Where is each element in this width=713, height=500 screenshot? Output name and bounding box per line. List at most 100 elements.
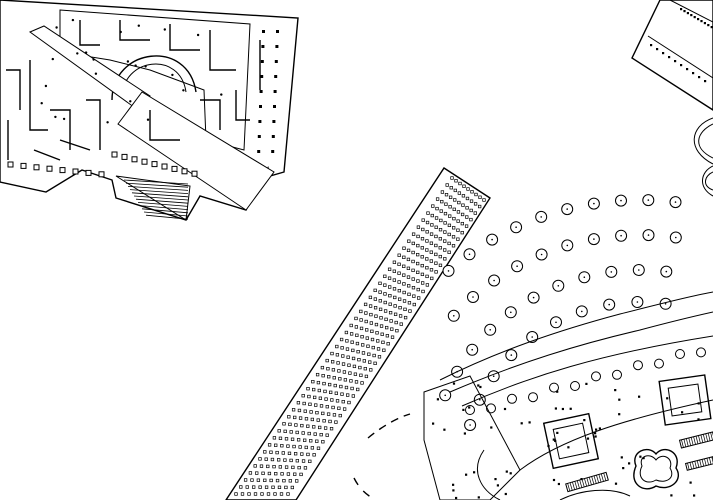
- pier-dot: [583, 419, 586, 422]
- hall-column: [469, 199, 474, 203]
- tree-center: [566, 208, 568, 210]
- hall-column: [286, 444, 290, 448]
- hall-column: [333, 383, 337, 388]
- tree-center: [491, 238, 493, 241]
- pier-dot: [452, 483, 455, 486]
- partition-wall: [79, 20, 100, 46]
- hall-column: [373, 288, 377, 293]
- complex-outline: [0, 0, 299, 221]
- hall-column: [344, 330, 349, 335]
- pier-dot: [494, 478, 497, 481]
- hall-column: [275, 450, 279, 455]
- hall-column: [367, 352, 371, 356]
- hall-column: [456, 219, 460, 223]
- hall-column: [399, 322, 403, 326]
- tree-center: [453, 315, 455, 317]
- step-line: [141, 208, 189, 214]
- hall-column: [454, 179, 458, 183]
- partition-wall: [50, 109, 71, 150]
- tree-center: [516, 265, 518, 268]
- hall-column: [308, 459, 312, 463]
- tree-center: [471, 348, 474, 351]
- irregular-basin-inner: [639, 455, 673, 483]
- tree-center: [665, 270, 668, 273]
- hall-column: [287, 415, 291, 419]
- hall-column: [280, 444, 284, 448]
- hall-column: [324, 397, 328, 401]
- pier-dot: [462, 408, 465, 411]
- tree: [675, 349, 685, 359]
- hall-column: [347, 363, 351, 367]
- hall-column: [416, 270, 420, 274]
- pier-dot: [554, 407, 557, 410]
- bench-hatch: [707, 433, 711, 441]
- hall-column: [366, 344, 370, 348]
- hall-column: [435, 197, 440, 201]
- hall-column: [407, 239, 411, 243]
- hall-column: [351, 356, 356, 361]
- hall-column: [361, 351, 366, 355]
- hall-column: [319, 404, 324, 408]
- pier-dot: [144, 65, 147, 68]
- hall-column: [374, 322, 379, 327]
- hall-column: [322, 381, 326, 386]
- hall-column: [397, 271, 401, 275]
- hall-column: [448, 205, 452, 209]
- hall-column: [440, 190, 445, 194]
- hall-column: [351, 394, 355, 398]
- hall-column: [282, 422, 286, 426]
- tree-center: [493, 279, 495, 282]
- hall-column: [331, 405, 335, 410]
- pier: [273, 90, 277, 93]
- partition-wall: [149, 110, 180, 141]
- hall-column: [263, 478, 267, 482]
- hall-column: [359, 318, 363, 322]
- bench-hatch: [593, 475, 597, 484]
- garden-pier-dots: [432, 382, 700, 500]
- fragment-outline: [631, 0, 713, 111]
- pier: [260, 60, 264, 63]
- hall-column: [469, 217, 473, 222]
- tree: [507, 393, 517, 404]
- fragment-column: [693, 16, 696, 19]
- tree: [570, 381, 580, 391]
- bench-hatch: [696, 460, 700, 468]
- hall-column: [349, 379, 353, 383]
- hall-column: [392, 269, 396, 273]
- bench-hatch: [576, 480, 580, 489]
- hall-column: [325, 405, 329, 409]
- hall-column: [365, 328, 369, 332]
- hall-column: [466, 187, 470, 191]
- hall-column: [245, 485, 249, 489]
- hall-column: [434, 216, 439, 220]
- pier-square: [141, 158, 148, 165]
- hall-column: [334, 391, 338, 395]
- pier: [271, 150, 275, 153]
- pier-dot: [452, 489, 455, 492]
- bench-hatch: [584, 478, 587, 487]
- hall-column: [429, 232, 434, 236]
- pier-dot: [126, 60, 130, 63]
- pier: [257, 150, 261, 153]
- hall-column: [460, 221, 465, 226]
- hall-column: [315, 411, 319, 415]
- pier-dot: [171, 73, 174, 77]
- bench-hatch: [688, 437, 692, 446]
- hall-column: [327, 382, 332, 387]
- bench-hatch: [569, 482, 573, 491]
- bench-hatch: [693, 436, 696, 445]
- hall-column: [456, 210, 461, 214]
- tree-center: [638, 269, 640, 271]
- tree-center: [620, 199, 622, 202]
- hall-column: [356, 387, 360, 392]
- hall-column: [408, 309, 412, 313]
- avenue-edge-mid: [449, 311, 713, 393]
- fragment-column: [674, 60, 677, 63]
- hall-column: [461, 203, 465, 207]
- hall-column: [384, 317, 388, 322]
- hall-column: [343, 378, 348, 382]
- hall-column: [402, 264, 406, 268]
- pier-dot: [54, 115, 57, 119]
- hall-column: [334, 420, 338, 424]
- pier-dot: [452, 382, 456, 385]
